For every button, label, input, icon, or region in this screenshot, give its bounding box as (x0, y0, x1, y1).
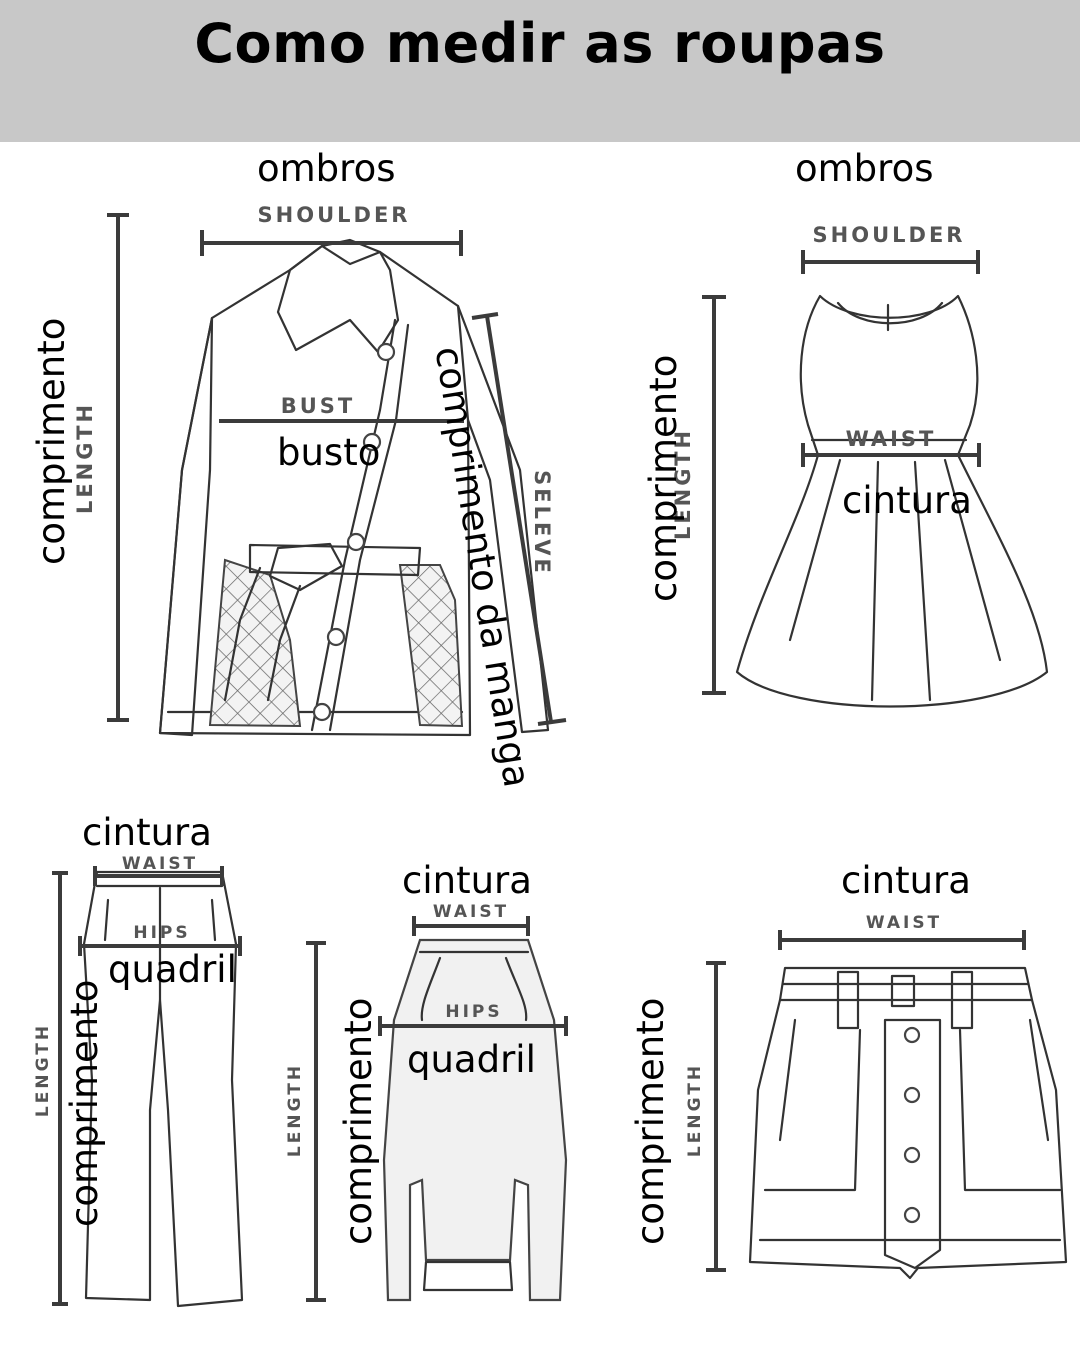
pants-length-label: comprimento (63, 979, 106, 1227)
page-title: Como medir as roupas (194, 12, 886, 75)
jacket-sleeve-line (485, 315, 553, 723)
jacket-bust-en: BUST (281, 394, 356, 418)
skirt-hips-label: quadril (407, 1038, 536, 1081)
jacket-sleeve-en: SELEVE (530, 470, 554, 576)
dress-waist-en: WAIST (846, 427, 937, 451)
jacket-bust-label: busto (277, 431, 381, 474)
pants-waist-label: cintura (82, 811, 212, 854)
dress-drawing (735, 294, 1049, 708)
jacket-shoulder-en: SHOULDER (258, 203, 411, 227)
shorts-drawing (748, 966, 1068, 1280)
pants-hips-label: quadril (108, 948, 237, 991)
jacket-shoulder-label: ombros (257, 147, 396, 190)
skirt-length-en: LENGTH (285, 1063, 305, 1157)
dress-length-label: comprimento (642, 354, 685, 602)
shorts-waist-label: cintura (841, 859, 971, 902)
skirt-drawing (382, 938, 568, 1302)
pants-length-en: LENGTH (33, 1023, 53, 1117)
pants-hips-en: HIPS (133, 923, 190, 943)
shorts-length-en: LENGTH (685, 1063, 705, 1157)
jacket-length-label: comprimento (30, 317, 73, 565)
skirt-length-label: comprimento (337, 997, 380, 1245)
skirt-waist-label: cintura (402, 859, 532, 902)
jacket-drawing (158, 238, 550, 737)
pants-waist-en: WAIST (122, 854, 198, 874)
shorts-length-label: comprimento (629, 997, 672, 1245)
dress-waist-label: cintura (842, 479, 972, 522)
dress-length-en: LENGTH (671, 428, 695, 540)
title-banner (0, 0, 1080, 142)
jacket-length-en: LENGTH (73, 402, 97, 514)
skirt-waist-en: WAIST (433, 902, 509, 922)
dress-shoulder-label: ombros (795, 147, 934, 190)
skirt-hips-en: HIPS (445, 1002, 502, 1022)
dress-shoulder-en: SHOULDER (813, 223, 966, 247)
shorts-waist-en: WAIST (866, 913, 942, 933)
